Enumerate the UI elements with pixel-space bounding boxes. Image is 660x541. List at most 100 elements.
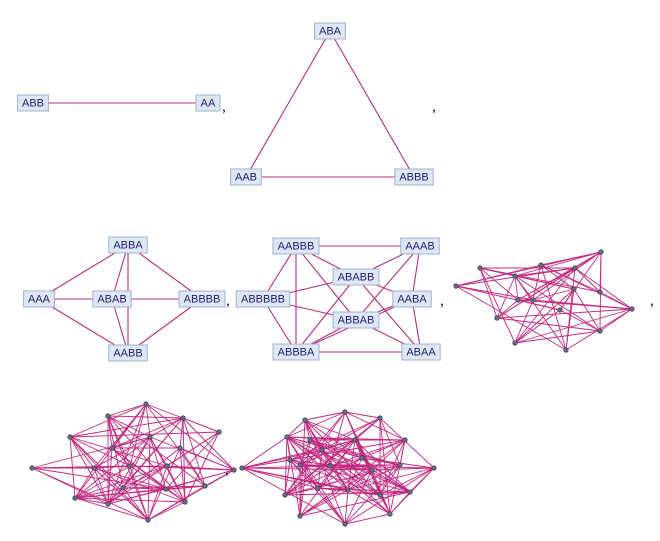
graph-edge [361,457,435,469]
graph-edge [74,497,186,503]
graph-vertex: ABBBB [178,290,226,308]
graph-vertex [377,415,383,421]
graph-edge [354,439,411,493]
graph-edge [111,447,167,490]
graph-edge [93,467,167,490]
graph-vertex [557,307,563,313]
graph-vertex [515,297,521,303]
graph-edge [107,415,206,487]
graph-edge [347,489,391,515]
graph-edge [69,436,168,467]
graph-edge [74,497,109,505]
graph-edge [74,487,124,499]
vertex-label: AA [201,98,216,110]
graph-edge [241,436,288,469]
graph-edge [355,245,421,321]
graph-vertex [315,485,321,491]
separator-comma: , [432,98,436,115]
graph-edge [532,251,602,301]
graph-vertex [538,262,544,268]
graph-edge [496,308,633,319]
graph-edge [74,497,149,521]
vertex-label: AAB [235,172,257,184]
graph-edge [514,275,575,290]
graph-edge [479,267,498,319]
graph-vertex: ABBA [108,236,148,254]
graph-edge [74,488,167,499]
separator-comma: , [226,292,230,309]
graph-edge [344,467,435,525]
graph-edge [304,419,311,441]
graph-edge [317,469,373,489]
graph-edge [517,251,602,301]
vertex-box [314,22,346,40]
edge-group [31,403,235,521]
graph-edge [111,403,147,449]
graph-edge [74,465,131,499]
graph-edge [379,467,435,496]
vertex-box [332,268,380,286]
graph-vertex [72,495,78,501]
graph-edge [559,309,601,332]
graph-edge [299,439,311,466]
graph-edge [107,447,181,505]
graph-edge [329,465,435,469]
graph-edge [182,417,220,433]
graph-edge [309,439,401,466]
graph-edge [286,436,356,441]
graph-vertex: ABBB [394,168,434,186]
vertex-box [230,168,262,186]
graph-edge [411,298,422,353]
graph-5 [453,249,635,353]
vertex-label: ABAA [406,347,436,359]
graph-edge [107,487,124,505]
graph-vertex [494,315,500,321]
graph-edge [361,439,406,459]
graph-edge [179,447,235,471]
graph-edge [182,417,235,471]
graph-edge [321,449,391,515]
graph-edge [389,491,411,515]
graph-edge [299,449,323,466]
graph-edge [517,299,633,310]
graph-edge [514,299,534,344]
graph-vertex [282,492,288,498]
vertex-box [272,237,320,255]
graph-edge [347,457,363,491]
vertex-box [195,94,221,112]
graph-edge [514,267,576,344]
graph-edge [379,417,391,515]
graph-edge [329,30,415,178]
graph-edge [107,415,184,419]
graph-edge [122,487,149,521]
graph-vertex: ABB [17,94,49,112]
vertex-label: ABBAB [338,315,375,327]
graph-edge [129,465,167,490]
graph-edge [573,288,601,332]
graph-edge [344,469,373,525]
graph-vertex [302,417,308,423]
edge-group [241,411,435,525]
graph-vertex [597,328,603,334]
graph-vertex [571,286,577,292]
graph-edge [411,245,421,300]
graph-edge [69,436,76,499]
graph-edge [165,431,220,490]
graph-edge [295,245,357,321]
graph-edge [329,464,401,467]
vertex-label: ABBBA [278,347,315,359]
vertex-label: AABA [397,294,427,306]
graph-edge [344,513,391,525]
graph-edge [379,417,435,469]
graph-edge [179,447,206,487]
graph-vertex [407,489,413,495]
graph-edge [317,457,363,489]
graph-vertex: ABAA [401,343,441,361]
separator-comma: , [650,292,654,309]
vertex-label: AABB [113,348,142,360]
graph-edge [565,288,575,351]
graph-edge [179,447,186,503]
graph-edge [241,467,373,471]
